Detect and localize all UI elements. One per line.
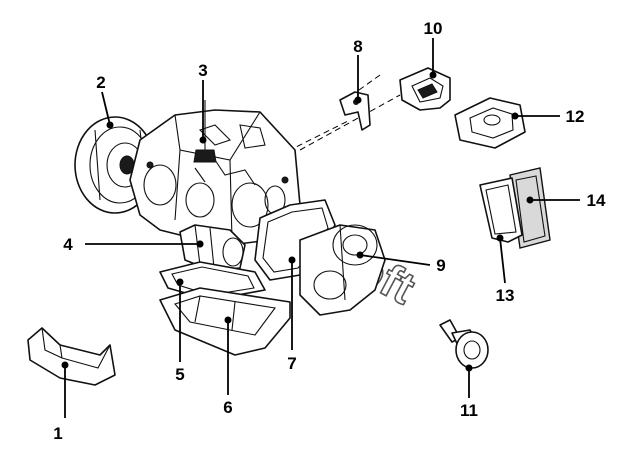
dot-5 xyxy=(176,278,184,286)
cover-plate xyxy=(454,97,526,149)
callout-8: 8 xyxy=(353,37,362,56)
drive-flange xyxy=(439,319,489,369)
callout-12: 12 xyxy=(566,107,585,126)
dot-9 xyxy=(356,251,364,259)
dot-7 xyxy=(288,256,296,264)
dot-2 xyxy=(106,121,114,129)
dot-8 xyxy=(354,96,362,104)
transmission-mount xyxy=(399,67,451,111)
callout-13: 13 xyxy=(496,286,515,305)
leader-dots xyxy=(61,71,534,372)
callout-7: 7 xyxy=(287,354,296,373)
dot-3 xyxy=(199,136,207,144)
callout-10: 10 xyxy=(424,19,443,38)
dot-10 xyxy=(429,71,437,79)
callout-2: 2 xyxy=(96,73,105,92)
callout-5: 5 xyxy=(175,365,184,384)
leader-lines xyxy=(64,38,580,418)
oil-pan-gasket xyxy=(159,261,266,301)
callout-9: 9 xyxy=(436,256,445,275)
lower-cover xyxy=(27,327,116,386)
callout-labels: 1 2 3 4 5 6 7 8 9 10 11 12 13 14 xyxy=(53,19,606,443)
callout-14: 14 xyxy=(587,191,606,210)
filter-seal xyxy=(479,177,523,243)
callout-1: 1 xyxy=(53,424,62,443)
callout-4: 4 xyxy=(63,235,73,254)
callout-11: 11 xyxy=(460,401,478,420)
dot-13 xyxy=(496,234,504,242)
control-cable xyxy=(193,100,217,163)
rear-housing xyxy=(299,224,386,316)
leader-13 xyxy=(499,237,506,284)
leader-9 xyxy=(359,254,431,266)
leader-2 xyxy=(101,91,111,126)
bracket xyxy=(339,91,371,131)
callout-3: 3 xyxy=(198,61,207,80)
callout-6: 6 xyxy=(223,398,232,417)
dot-12 xyxy=(511,112,519,120)
dot-11 xyxy=(465,364,473,372)
dot-14 xyxy=(526,196,534,204)
dot-4 xyxy=(196,240,204,248)
dot-6 xyxy=(224,316,232,324)
dot-1 xyxy=(61,361,69,369)
transmission-body xyxy=(129,109,301,246)
